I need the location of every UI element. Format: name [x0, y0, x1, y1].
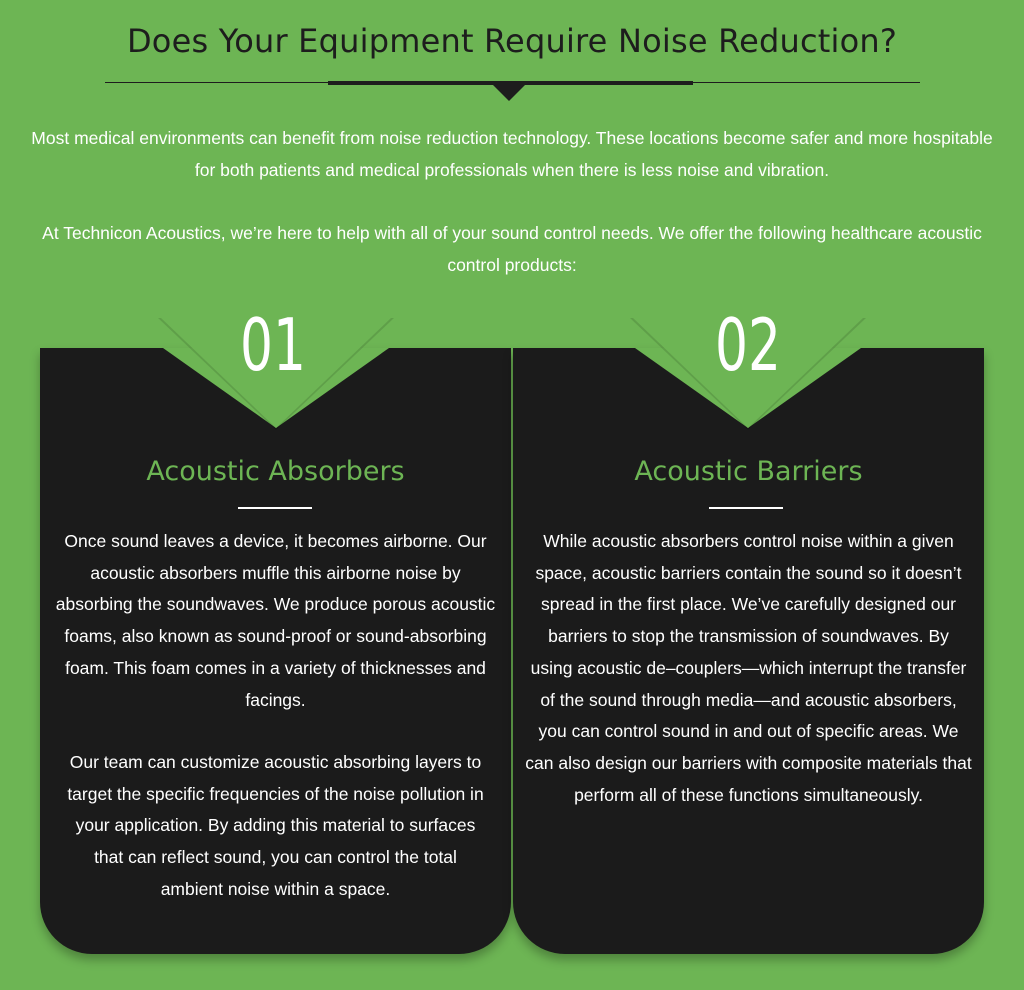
number-badge-triangle-01: [161, 318, 391, 428]
number-badge-triangle-02: [633, 318, 863, 428]
product-card-barriers: Acoustic Barriers While acoustic absorbe…: [513, 348, 984, 954]
card-number-02: 02: [715, 303, 781, 387]
card-body-paragraph-2: Our team can customize acoustic absorbin…: [67, 752, 484, 899]
card-title-divider: [709, 507, 783, 509]
heading-divider-accent: [328, 81, 693, 85]
card-title: Acoustic Barriers: [634, 456, 863, 487]
intro-paragraph-2: At Technicon Acoustics, we’re here to he…: [42, 223, 982, 275]
card-body-paragraph-1: While acoustic absorbers control noise w…: [525, 531, 972, 805]
card-title-divider: [238, 507, 312, 509]
section-heading: Does Your Equipment Require Noise Reduct…: [126, 22, 898, 60]
heading-divider-arrow: [492, 84, 526, 101]
card-body-paragraph-1: Once sound leaves a device, it becomes a…: [55, 531, 496, 710]
product-card-absorbers: Acoustic Absorbers Once sound leaves a d…: [40, 348, 511, 954]
card-title: Acoustic Absorbers: [146, 456, 405, 487]
intro-paragraph-1: Most medical environments can benefit fr…: [31, 128, 993, 180]
card-number-01: 01: [240, 303, 306, 387]
